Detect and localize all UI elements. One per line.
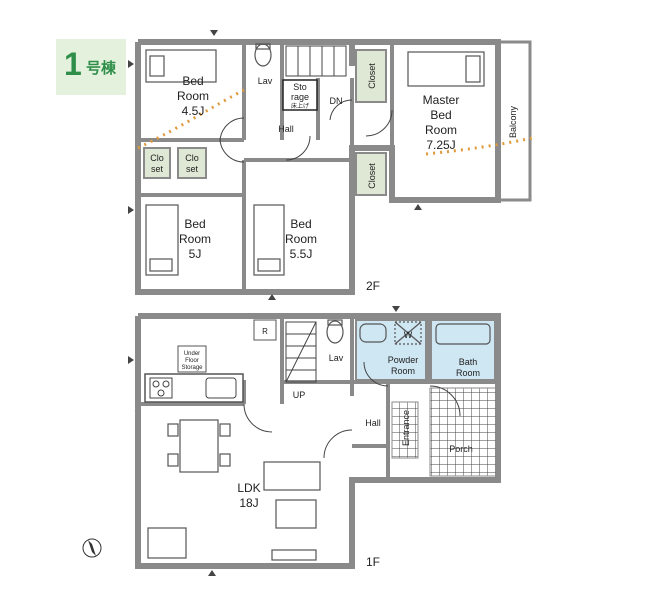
storage-note: 床上げ (291, 102, 309, 110)
under-floor-line3: Storage (181, 365, 203, 371)
balcony-label: Balcony (508, 105, 518, 138)
hall-2f: Hall (278, 124, 294, 134)
under-floor-box (177, 345, 207, 373)
floor-1-label: 1F (366, 555, 380, 569)
stair-icon (285, 45, 347, 77)
entrance-tiles (391, 401, 419, 459)
master-line2: Bed (430, 108, 451, 122)
up-label: UP (293, 390, 306, 400)
toilet-icon (326, 319, 344, 344)
storage-line2: rage (291, 92, 309, 102)
w-label: W (404, 330, 413, 340)
hall-1f: Hall (365, 418, 381, 428)
closet-a-line1: Clo (150, 153, 164, 163)
door-arc-icon (219, 99, 393, 163)
powder-line1: Powder (388, 355, 419, 365)
ldk-label: LDK (237, 481, 260, 495)
compass-icon (82, 538, 102, 558)
bath-line1: Bath (459, 357, 478, 367)
bed-c-size: 5.5J (290, 247, 313, 261)
storage-box (282, 79, 318, 111)
bath-room-fill (430, 319, 496, 381)
bed-c-line1: Bed (290, 217, 311, 231)
labels-2f: Bed Room 4.5J Lav Sto rage 床上げ DN Hall C… (150, 63, 518, 293)
closet-upper (355, 49, 387, 103)
entrance-label: Entrance (401, 410, 411, 446)
ldk-size: 18J (239, 496, 258, 510)
closet-lower (355, 152, 387, 196)
toilet-icon (254, 43, 272, 67)
lav-1f: Lav (329, 353, 344, 363)
unit-badge: 1 号棟 (56, 39, 126, 95)
door-arc-icon (243, 361, 461, 459)
closet-a-line2: set (151, 164, 164, 174)
storage-line1: Sto (293, 82, 307, 92)
unit-number: 1 (64, 46, 82, 82)
closet-a (143, 147, 171, 179)
closet-b-line2: set (186, 164, 199, 174)
closet-b-line1: Clo (185, 153, 199, 163)
r-box (253, 319, 277, 341)
dn-label: DN (330, 96, 343, 106)
sink-icon (359, 321, 422, 345)
bed-c-line2: Room (285, 232, 317, 246)
master-line1: Master (423, 93, 460, 107)
bed-b-line2: Room (179, 232, 211, 246)
stair-icon (285, 321, 317, 383)
closet-lower-label: Closet (367, 163, 377, 189)
porch-label: Porch (449, 444, 473, 454)
closet-b (177, 147, 207, 179)
powder-room-fill (355, 319, 427, 381)
kitchen-counter (144, 373, 244, 403)
bathtub-icon (435, 323, 491, 345)
bed-a-size: 4.5J (182, 104, 205, 118)
closet-upper-label: Closet (367, 63, 377, 89)
lav-2f: Lav (258, 76, 273, 86)
powder-line2: Room (391, 366, 415, 376)
bed-b-line1: Bed (184, 217, 205, 231)
porch-tiles (429, 387, 497, 477)
bath-line2: Room (456, 368, 480, 378)
under-floor-line2: Floor (185, 358, 199, 364)
floor-2-label: 2F (366, 279, 380, 293)
under-floor-line1: Under (184, 351, 200, 357)
bed-a-line1: Bed (182, 74, 203, 88)
r-label: R (262, 327, 268, 336)
bed-b-size: 5J (189, 247, 202, 261)
window-marks (128, 30, 422, 576)
master-line3: Room (425, 123, 457, 137)
furniture (147, 419, 321, 561)
stove-icon (149, 377, 237, 399)
bed-icon (145, 49, 485, 276)
master-size: 7.25J (426, 138, 455, 152)
unit-suffix: 号棟 (86, 59, 117, 77)
bed-a-line2: Room (177, 89, 209, 103)
labels-1f: R Under Floor Storage Lav W Powder Room … (181, 327, 480, 569)
